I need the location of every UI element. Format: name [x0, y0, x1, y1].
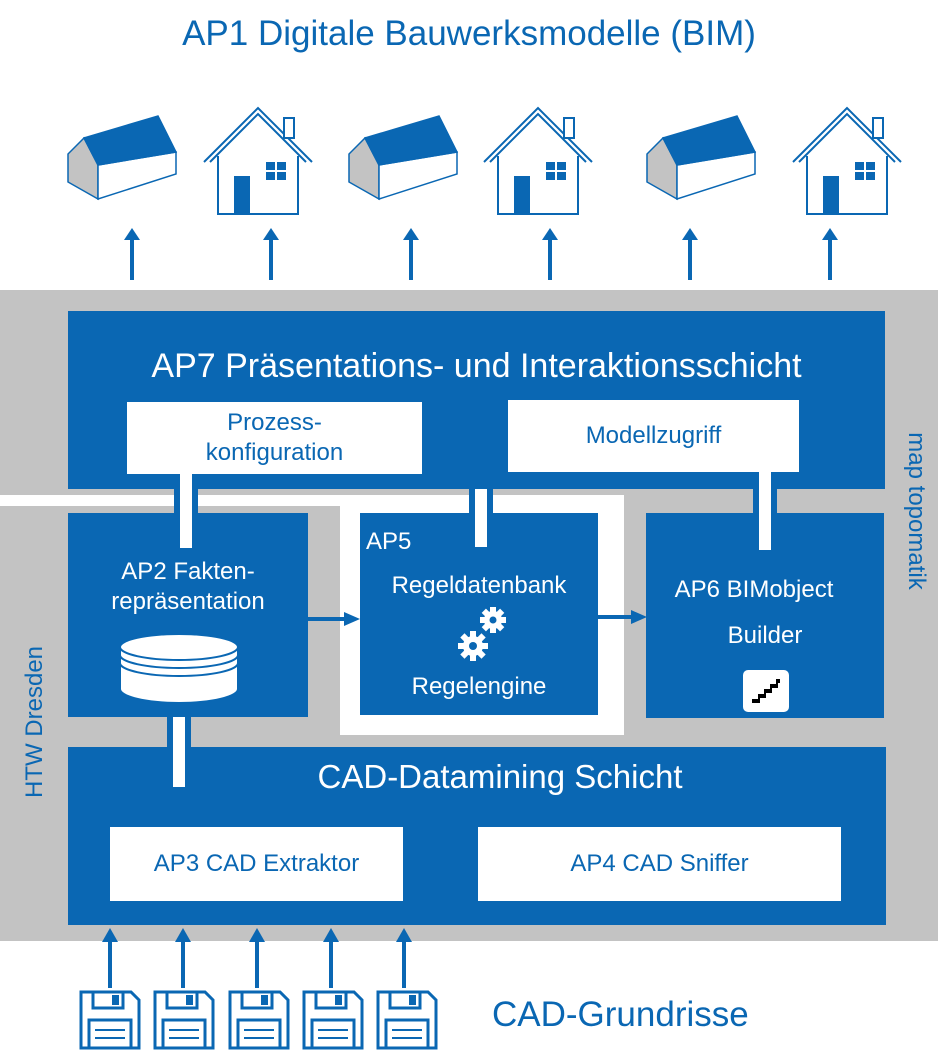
ap3-box: AP3 CAD Extraktor	[110, 827, 403, 901]
floppy-disk-icon	[228, 990, 290, 1050]
gears-icon	[458, 607, 506, 661]
ap2-label: AP2 Fakten- repräsentation	[111, 558, 265, 615]
ap5-title: AP5	[366, 528, 412, 555]
up-arrow-icon	[247, 926, 267, 990]
floppy-row	[79, 926, 438, 1050]
prozesskonfiguration-label: Prozess- konfiguration	[205, 409, 344, 466]
cad-datamining-title: CAD-Datamining Schicht	[317, 758, 683, 795]
ap5-regelengine-label: Regelengine	[411, 673, 547, 700]
ap4-box: AP4 CAD Sniffer	[478, 827, 841, 901]
ap5-regeldatenbank-label: Regeldatenbank	[391, 572, 567, 599]
ap4-label: AP4 CAD Sniffer	[570, 850, 749, 877]
page-title: AP1 Digitale Bauwerksmodelle (BIM)	[182, 14, 756, 53]
modellzugriff-box: Modellzugriff	[508, 400, 799, 472]
ap7-title: AP7 Präsentations- und Interaktionsschic…	[151, 347, 802, 385]
cad-connector-inner	[173, 747, 185, 787]
modellzugriff-label: Modellzugriff	[585, 422, 722, 449]
htw-dresden-label: HTW Dresden	[21, 645, 48, 799]
floppy-disk-icon	[302, 990, 364, 1050]
floppy-disk-icon	[153, 990, 215, 1050]
ap3-label: AP3 CAD Extraktor	[153, 850, 360, 877]
database-icon	[119, 633, 239, 704]
cad-grundrisse-label: CAD-Grundrisse	[492, 995, 749, 1034]
ap6-label-line1: AP6 BIMobject	[674, 576, 834, 603]
ap6-label-line2: Builder	[727, 622, 803, 649]
up-arrow-icon	[100, 926, 120, 990]
up-arrow-icon	[321, 926, 341, 990]
stairs-icon	[743, 670, 789, 712]
up-arrow-icon	[394, 926, 414, 990]
prozesskonfiguration-box: Prozess- konfiguration	[127, 402, 422, 474]
floppy-disk-icon	[79, 990, 141, 1050]
up-arrow-icon	[173, 926, 193, 990]
floppy-disk-icon	[376, 990, 438, 1050]
